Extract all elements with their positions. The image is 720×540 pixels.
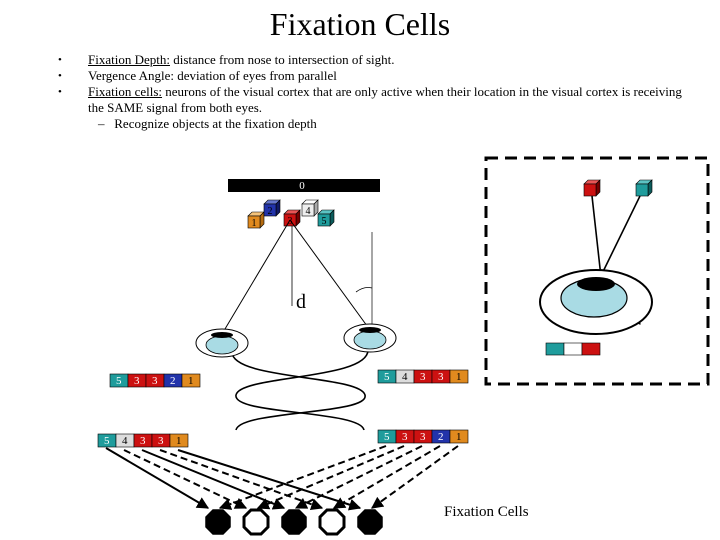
strip-cell (181, 373, 201, 388)
vergence-angle-arc (355, 287, 373, 293)
projection-arrow (105, 447, 210, 509)
left-eye (195, 328, 249, 358)
eye-lens (211, 332, 233, 338)
fixation-cell-active (205, 509, 231, 535)
cube-5: 5 (317, 209, 335, 227)
cube-1: 1 (247, 211, 265, 229)
bullet-dot: • (58, 54, 62, 66)
strip-cell-label: 2 (170, 375, 176, 387)
inset-eye-lens (577, 277, 615, 291)
strip-cell-label: 1 (456, 431, 462, 443)
strip-cell-label: 3 (158, 435, 164, 447)
strip-cell-label: 5 (384, 371, 390, 383)
projection-arrow (371, 445, 459, 509)
crossing-fibers (231, 351, 366, 431)
eye-iris (353, 330, 387, 350)
strip-cell (449, 429, 469, 444)
strip-cell-label: 1 (188, 375, 194, 387)
strip-cell-label: 5 (116, 375, 122, 387)
sight-lines (221, 219, 373, 431)
bullet-text: neurons of the visual cortex that are on… (88, 84, 682, 115)
projection-arrow (123, 449, 248, 509)
inset-red-cube (583, 179, 601, 197)
left-eye-sight-line (221, 219, 291, 335)
strip-cell (449, 369, 469, 384)
slide-title: Fixation Cells (269, 6, 451, 42)
strip-cell-label: 3 (438, 371, 444, 383)
distance-label: d (296, 291, 306, 313)
projection-arrows (105, 445, 459, 511)
cube-3-label: 3 (288, 216, 293, 227)
depth-bar: 0 (228, 179, 380, 192)
strip-cell-label: 3 (420, 371, 426, 383)
depth-bar-label: 0 (299, 180, 305, 192)
projection-arrow (141, 449, 286, 510)
cube-4-label: 4 (306, 206, 311, 217)
fixation-cells-caption: Fixation Cells (444, 504, 529, 520)
strip-cell-label: 3 (140, 435, 146, 447)
strip-cell-label: 4 (122, 435, 128, 447)
bullet-list: • Fixation Depth: distance from nose to … (58, 52, 698, 132)
bullet-dot: • (58, 86, 62, 98)
fixation-cell-inactive (318, 508, 346, 536)
sub-bullet-recognize: – Recognize objects at the fixation dept… (58, 116, 698, 132)
cube-4: 4 (301, 199, 319, 217)
inset-panel (484, 156, 710, 386)
inset-strip-red (581, 342, 601, 356)
bullet-term: Fixation Depth: (88, 52, 170, 67)
strip-cell-label: 4 (402, 371, 408, 383)
projection-arrow (256, 445, 405, 510)
strip-cell-label: 5 (384, 431, 390, 443)
strip-cell-label: 5 (104, 435, 110, 447)
fixation-cell-inactive (242, 508, 270, 536)
sub-bullet-text: Recognize objects at the fixation depth (114, 116, 317, 131)
cube-3: 3 (283, 209, 301, 227)
strip-cell-label: 1 (176, 435, 182, 447)
depth-bar-rect (228, 179, 380, 192)
right-eye (343, 323, 397, 353)
cube-2: 2 (263, 199, 281, 217)
cube-1-label: 1 (252, 218, 257, 229)
bullet-text: Vergence Angle: deviation of eyes from p… (88, 68, 337, 83)
projection-arrow (218, 445, 387, 510)
bullet-vergence-angle: • Vergence Angle: deviation of eyes from… (58, 68, 698, 84)
fixation-cells (205, 508, 383, 536)
strip-cell-label: 3 (420, 431, 426, 443)
inset-teal-cube (635, 179, 653, 197)
right-eye-sight-line (289, 219, 371, 331)
inset-dashed-border (484, 156, 710, 386)
strip-cell-label: 3 (134, 375, 140, 387)
inset-strip-white (563, 342, 583, 356)
cube-2-label: 2 (268, 206, 273, 217)
projection-arrow (294, 445, 423, 509)
eye-lens (359, 327, 381, 333)
eye-iris (205, 335, 239, 355)
projection-arrow (332, 445, 441, 509)
bullet-text: distance from nose to intersection of si… (169, 52, 395, 67)
strip-cell-label: 3 (402, 431, 408, 443)
sub-bullet-dash: – (98, 116, 105, 131)
inset-strip-teal (545, 342, 565, 356)
strip-cell-label: 1 (456, 371, 462, 383)
strip-cell-label: 2 (438, 431, 444, 443)
fixation-cell-active (281, 509, 307, 535)
bullet-fixation-cells: • Fixation cells: neurons of the visual … (58, 84, 698, 116)
bullet-term: Fixation cells: (88, 84, 163, 99)
object-cubes: 1 2 3 4 5 (247, 199, 335, 229)
strip-cell-label: 3 (152, 375, 158, 387)
projection-arrow (177, 449, 362, 511)
strip-cell (169, 433, 189, 448)
fixation-cell-active (357, 509, 383, 535)
crossing-fibers (235, 349, 369, 431)
bullet-dot: • (58, 70, 62, 82)
bullet-fixation-depth: • Fixation Depth: distance from nose to … (58, 52, 698, 68)
cube-5-label: 5 (322, 216, 327, 227)
